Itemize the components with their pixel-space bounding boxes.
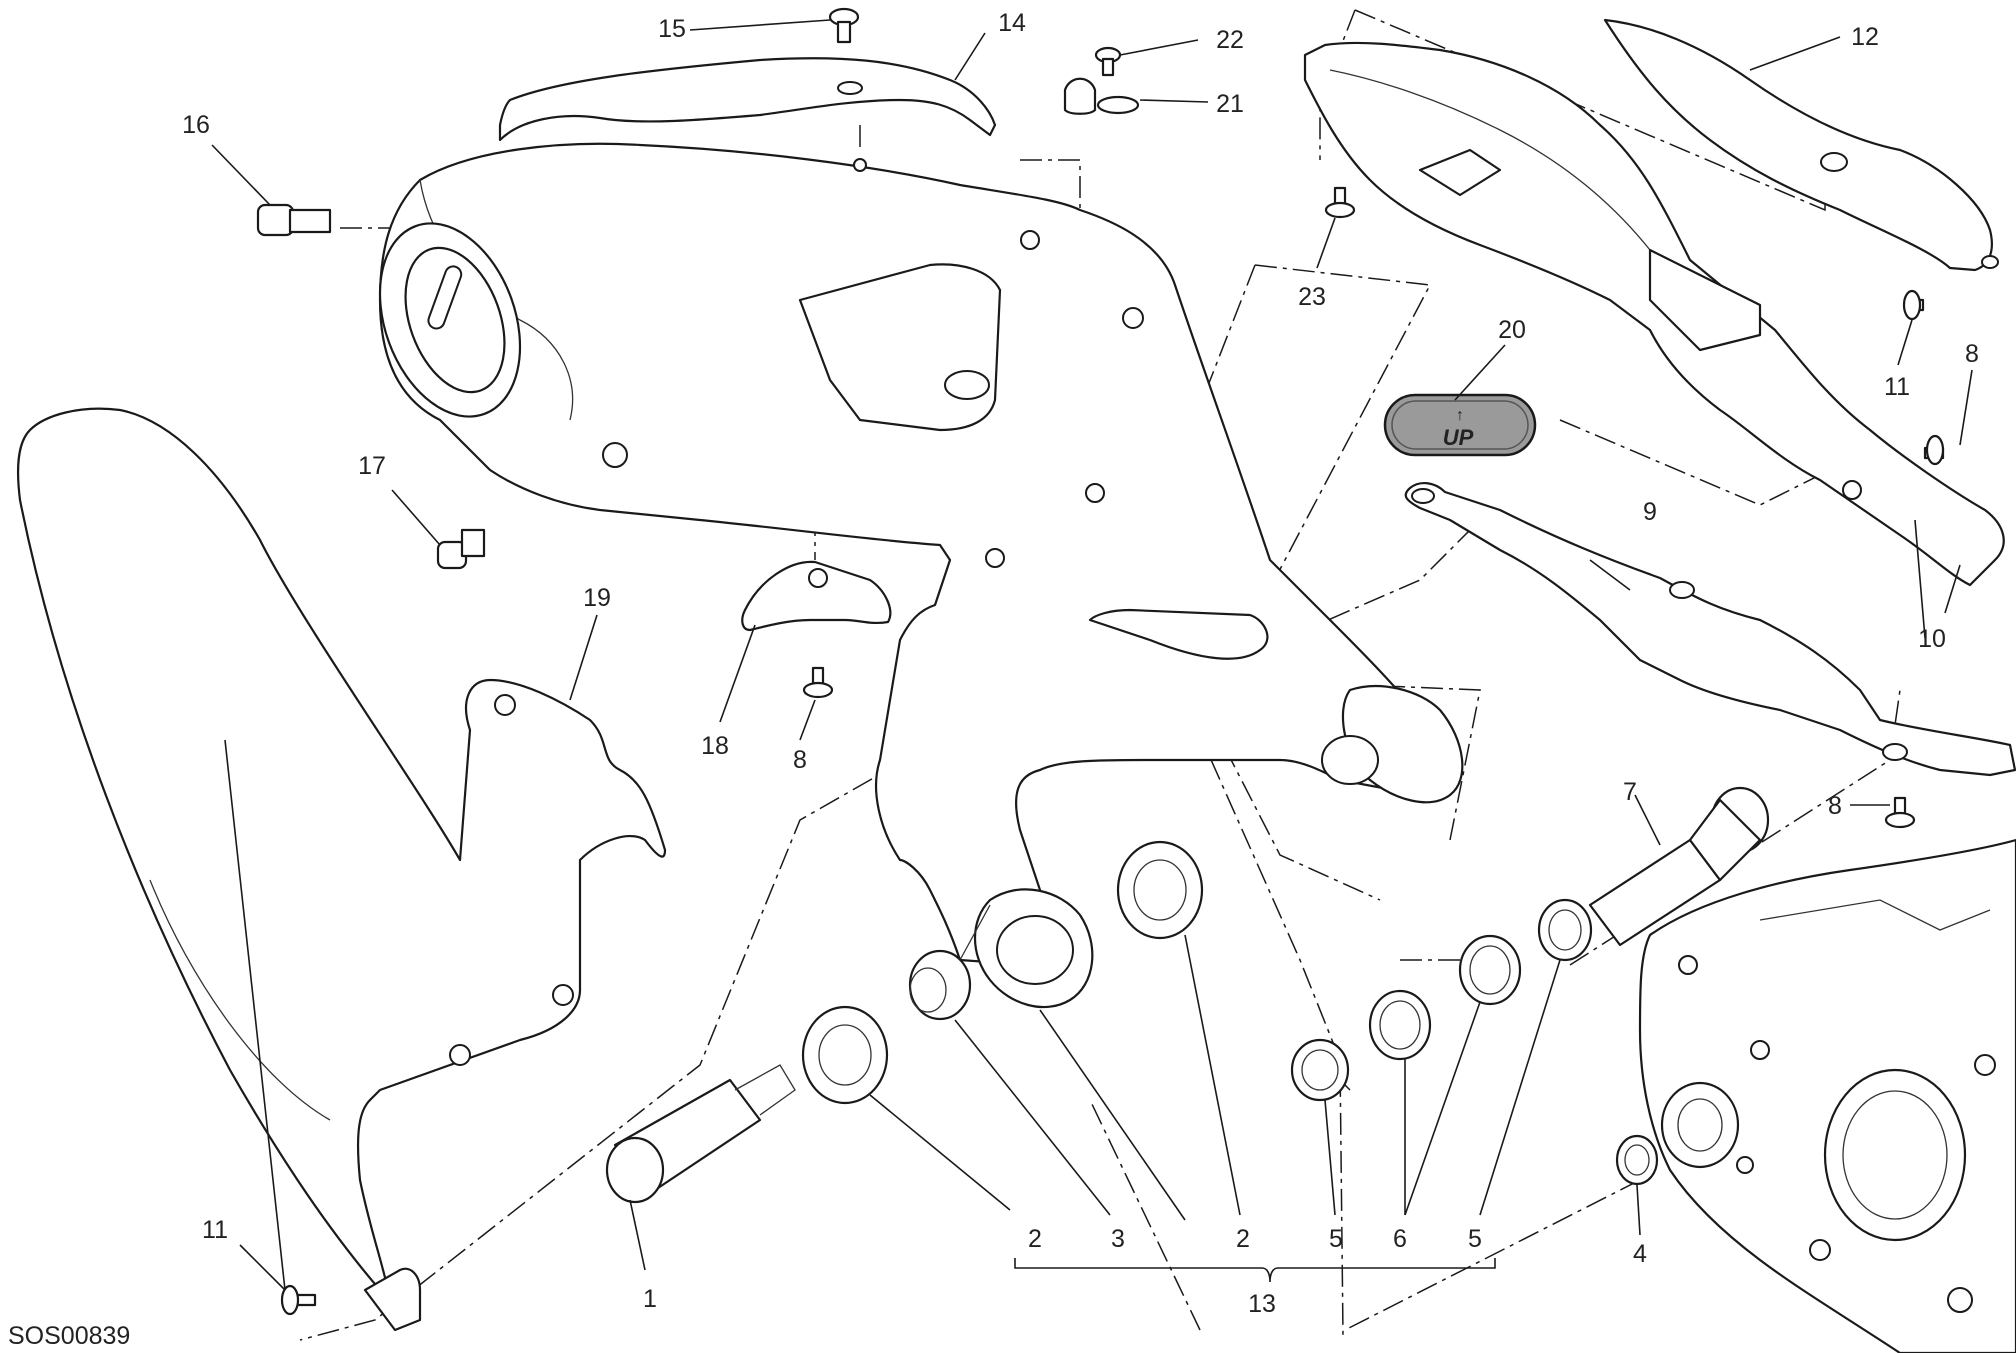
callout-11-lower: 11 bbox=[202, 1216, 228, 1244]
fasteners bbox=[256, 7, 1945, 1316]
plug-arrow: ↑ bbox=[1456, 407, 1464, 424]
bolt-16 bbox=[256, 203, 332, 237]
callout-20: 20 bbox=[1498, 316, 1526, 344]
drawing-code: SOS00839 bbox=[8, 1322, 130, 1350]
callout-8-bracket: 8 bbox=[793, 746, 807, 774]
callout-13: 13 bbox=[1248, 1290, 1276, 1318]
needle-bearing-6-left bbox=[1368, 989, 1432, 1061]
plug-up-marking: UP bbox=[1443, 425, 1474, 450]
leader-lines bbox=[211, 19, 1973, 1291]
chain-guard-upper bbox=[1303, 41, 2005, 587]
seal-5-right bbox=[1537, 898, 1593, 962]
callout-16: 16 bbox=[182, 111, 210, 139]
engine-crankcase bbox=[1638, 838, 2016, 1353]
screw-8-bracket bbox=[802, 666, 834, 699]
rear-mudguard bbox=[16, 407, 667, 1332]
chain-slider bbox=[1404, 482, 2016, 777]
screw-23 bbox=[1324, 186, 1356, 219]
callout-9: 9 bbox=[1643, 498, 1657, 526]
callout-14: 14 bbox=[998, 9, 1026, 37]
callout-2-right: 2 bbox=[1236, 1225, 1250, 1253]
callout-8-upper: 8 bbox=[1965, 340, 1979, 368]
callout-22: 22 bbox=[1216, 26, 1244, 54]
screw-15 bbox=[828, 7, 860, 44]
screw-11-lower bbox=[280, 1284, 317, 1316]
callout-5-right: 5 bbox=[1468, 1225, 1482, 1253]
screw-11-upper bbox=[1902, 289, 1925, 321]
callout-17: 17 bbox=[358, 452, 386, 480]
clamp-21 bbox=[1063, 77, 1140, 115]
bolt-17 bbox=[436, 528, 486, 570]
callout-19: 19 bbox=[583, 584, 611, 612]
callout-2-left: 2 bbox=[1028, 1225, 1042, 1253]
callout-3: 3 bbox=[1111, 1225, 1125, 1253]
seal-5-left bbox=[1290, 1038, 1350, 1102]
needle-bearing-6-right bbox=[1458, 934, 1522, 1006]
callout-15: 15 bbox=[658, 15, 686, 43]
spacer-3 bbox=[908, 949, 972, 1021]
screw-8-lower bbox=[1884, 796, 1916, 829]
bearing-2-right bbox=[1116, 840, 1204, 940]
callout-23: 23 bbox=[1298, 283, 1326, 311]
plug-4 bbox=[1615, 1134, 1659, 1186]
callout-10: 10 bbox=[1918, 625, 1946, 653]
callout-labels: 1 2 3 2 5 6 5 13 4 7 8 8 8 9 10 11 11 12… bbox=[8, 9, 1979, 1350]
callout-4: 4 bbox=[1633, 1240, 1647, 1268]
callout-8-lower: 8 bbox=[1828, 792, 1842, 820]
swingarm bbox=[378, 142, 1464, 1009]
rubber-plug: ↑ UP bbox=[1383, 393, 1537, 457]
pivot-components bbox=[605, 786, 1770, 1204]
chain-guard-lower-cover bbox=[1603, 18, 1999, 272]
callout-12: 12 bbox=[1851, 23, 1879, 51]
pin-7 bbox=[1588, 786, 1770, 947]
bearing-2-left bbox=[801, 1005, 889, 1105]
callout-7: 7 bbox=[1623, 778, 1637, 806]
callout-1: 1 bbox=[643, 1285, 657, 1313]
callout-5-left: 5 bbox=[1329, 1225, 1343, 1253]
chain-guard-cover bbox=[498, 57, 997, 142]
callout-11-upper: 11 bbox=[1884, 373, 1910, 401]
callout-6: 6 bbox=[1393, 1225, 1407, 1253]
screw-22 bbox=[1094, 46, 1122, 77]
callout-18: 18 bbox=[701, 732, 729, 760]
bracket bbox=[741, 560, 892, 632]
pivot-shaft-1 bbox=[605, 1064, 796, 1204]
callout-21: 21 bbox=[1216, 90, 1244, 118]
screw-8-upper bbox=[1923, 434, 1945, 466]
